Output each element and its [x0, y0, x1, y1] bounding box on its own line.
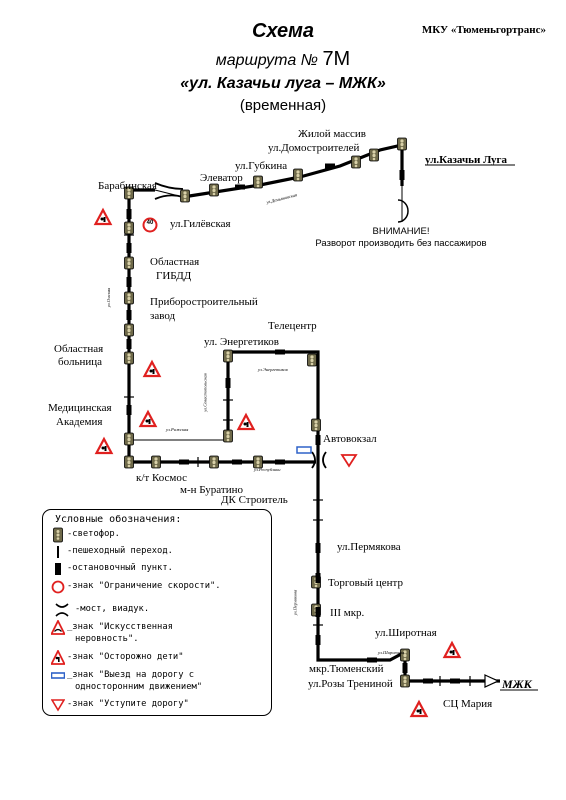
stop-avtovokzal: Автовокзал	[323, 433, 377, 445]
bridge-icon	[55, 603, 69, 617]
legend-item-label: _знак "Выезд на дорогу с	[67, 670, 195, 680]
legend-item-crosswalk: -пешеходный переход.	[47, 544, 269, 560]
road-signs	[94, 208, 461, 718]
street-omskaya: ул.Омская	[106, 287, 112, 308]
legend-item-bridge: -мост, виадук.	[47, 602, 269, 618]
street-shirotnaya: ул.Широтная	[378, 650, 405, 655]
bump-sign-icon	[51, 620, 65, 635]
stop-gilevskaya: ул.Гилёвская	[170, 218, 231, 230]
yield-sign-icon	[340, 454, 358, 468]
legend-item-label: _знак "Искусственная	[67, 622, 173, 632]
legend-item-label: односторонним движением"	[75, 682, 203, 692]
stop-buratino: м-н Буратино	[180, 484, 243, 496]
street-sevastopolskaya: ул.Севастопольская	[202, 373, 208, 412]
route-status: (временная)	[239, 97, 327, 114]
stop-mzhk: МЖК	[502, 677, 532, 691]
stop-gibdd-line2: ГИБДД	[156, 270, 192, 282]
stop-barabinskaya: Барабинская	[98, 180, 157, 192]
stop-kosmos: к/т Космос	[136, 472, 188, 484]
legend-title: Условные обозначения:	[55, 514, 182, 525]
route-number: 7М	[322, 48, 351, 70]
street-permyakova: ул.Пермякова	[292, 589, 298, 616]
stop-akademiya-line1: Медицинская	[48, 402, 112, 414]
stop-torgovy-centr: Торговый центр	[328, 577, 403, 589]
stop-shirotnaya: ул.Широтная	[375, 627, 437, 639]
u-turn-loop	[397, 199, 409, 223]
legend-item-label: -знак "Осторожно дети"	[67, 652, 184, 662]
speed-limit-value: 40	[146, 220, 154, 226]
stop-dk-stroitel: ДК Строитель	[221, 494, 288, 506]
stop-gibdd-line1: Областная	[150, 256, 200, 268]
stop-energetikov: ул. Энергетиков	[204, 336, 279, 348]
stop-zhiloy: Жилой массив	[298, 128, 366, 140]
legend-item-label: -остановочный пункт.	[67, 563, 173, 573]
stop-telecentr: Телецентр	[268, 320, 317, 332]
stop-gubkina: ул.Губкина	[235, 160, 288, 172]
stop-tyumensky: мкр.Тюменский	[309, 663, 384, 675]
stop-pribor-line2: завод	[150, 310, 176, 322]
legend-item-bump-sign-cont: неровность".	[47, 632, 269, 648]
legend-item-traffic-light: -светофор.	[47, 527, 269, 543]
stop-kazachi-luga: ул.Казачьи Луга	[425, 154, 507, 166]
legend: Условные обозначения: -светофор. -пешехо…	[42, 509, 272, 716]
legend-item-children-sign: -знак "Осторожно дети"	[47, 650, 269, 666]
route-prefix: маршрута №	[215, 52, 318, 69]
street-energetikov: ул.Энергетиков	[258, 367, 288, 372]
legend-item-label: -знак "Ограничение скорости".	[67, 581, 221, 591]
one-way-sign-icon	[296, 446, 312, 454]
stop-bolnitsa-line2: больница	[58, 356, 102, 368]
speed-limit-icon	[51, 580, 65, 594]
yield-sign-icon	[51, 699, 65, 712]
legend-item-label: -светофор.	[67, 529, 120, 539]
legend-item-label: -пешеходный переход.	[67, 546, 173, 556]
stop-pribor-line1: Приборостроительный	[150, 296, 258, 308]
stop-rozy-treninoy: ул.Розы Трениной	[308, 678, 393, 690]
crosswalk-icon	[57, 546, 59, 558]
legend-item-label: -знак "Уступите дорогу"	[67, 699, 189, 709]
crosswalks	[124, 234, 471, 686]
stop-sc-mariya: СЦ Мария	[443, 698, 493, 710]
stop-domostroiteley: ул.Домостроителей	[268, 142, 360, 154]
legend-item-bump-sign: _знак "Искусственная	[47, 620, 269, 636]
legend-item-one-way-sign: _знак "Выезд на дорогу с	[47, 668, 269, 684]
stop-bolnitsa-line1: Областная	[54, 343, 104, 355]
street-respubliki: ул.Республики	[254, 467, 281, 472]
bus-stop-icon	[55, 563, 61, 575]
organization-name: МКУ «Тюменьгортранс»	[421, 24, 546, 36]
children-sign-icon	[51, 650, 65, 665]
route-name: «ул. Казачьи луга – МЖК»	[180, 75, 386, 92]
stop-elevator: Элеватор	[200, 172, 243, 184]
traffic-light-icon	[53, 527, 63, 543]
legend-item-label: -мост, виадук.	[75, 604, 150, 614]
stop-permyakova: ул.Пермякова	[337, 541, 401, 553]
page-title: Схема	[251, 20, 315, 42]
stop-iii-mkr: III мкр.	[330, 607, 365, 619]
street-rizhskaya: ул.Рижская	[166, 427, 189, 432]
stop-akademiya-line2: Академия	[56, 416, 103, 428]
notice-text: Разворот производить без пассажиров	[315, 238, 487, 249]
route-number-line: маршрута № 7М	[0, 48, 566, 71]
one-way-sign-icon	[51, 672, 65, 679]
legend-item-bus-stop: -остановочный пункт.	[47, 561, 269, 577]
legend-item-one-way-sign-cont: односторонним движением"	[47, 680, 269, 696]
legend-item-label: неровность".	[75, 634, 139, 644]
legend-item-speed-limit: -знак "Ограничение скорости".	[47, 579, 269, 595]
legend-item-yield-sign: -знак "Уступите дорогу"	[47, 697, 269, 713]
notice-title: ВНИМАНИЕ!	[372, 226, 430, 237]
